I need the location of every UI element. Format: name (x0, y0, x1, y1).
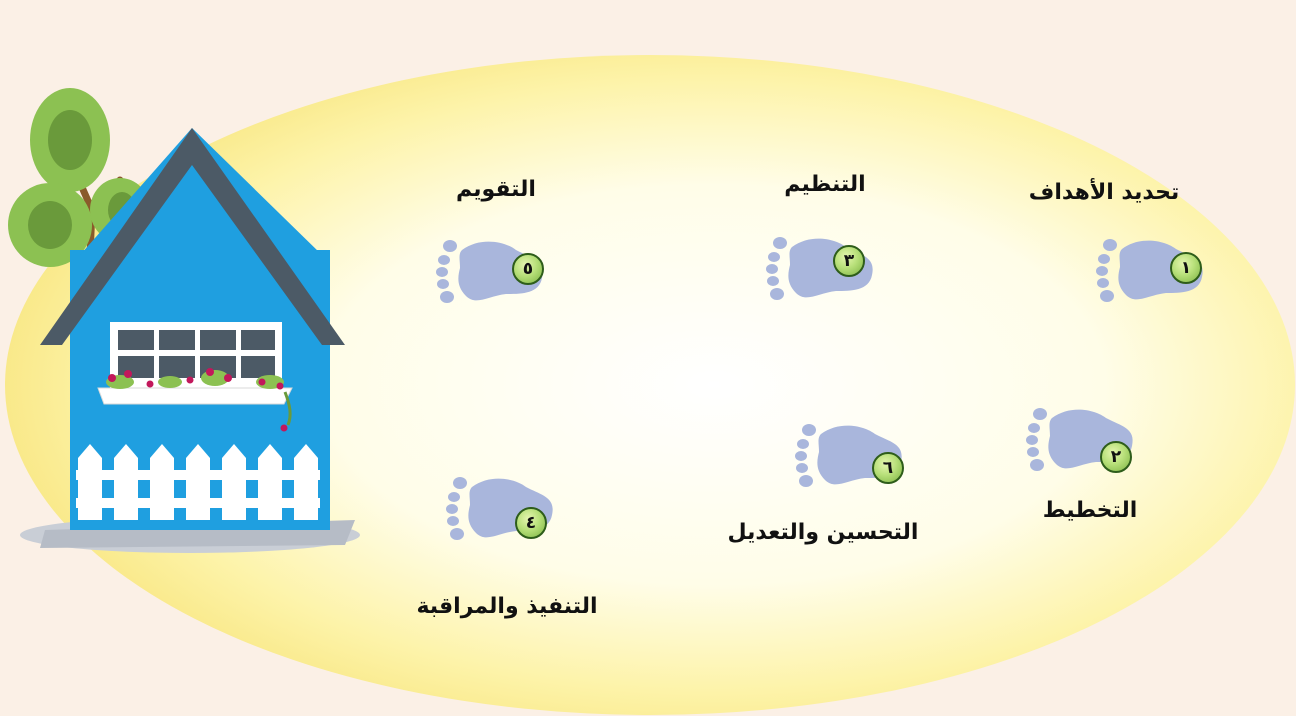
step-label-5: التقويم (456, 177, 536, 202)
step-label-4: التنفيذ والمراقبة (416, 594, 597, 619)
step-label-6: التحسين والتعديل (728, 520, 919, 545)
step-label-3: التنظيم (784, 172, 865, 197)
step-label-2: التخطيط (1043, 498, 1138, 523)
step-number-badge-1: ١ (1170, 252, 1202, 284)
step-number-badge-2: ٢ (1100, 441, 1132, 473)
step-number-badge-6: ٦ (872, 452, 904, 484)
step-number-badge-5: ٥ (512, 253, 544, 285)
step-number-badge-3: ٣ (833, 245, 865, 277)
step-number-badge-4: ٤ (515, 507, 547, 539)
step-label-1: تحديد الأهداف (1029, 180, 1179, 205)
